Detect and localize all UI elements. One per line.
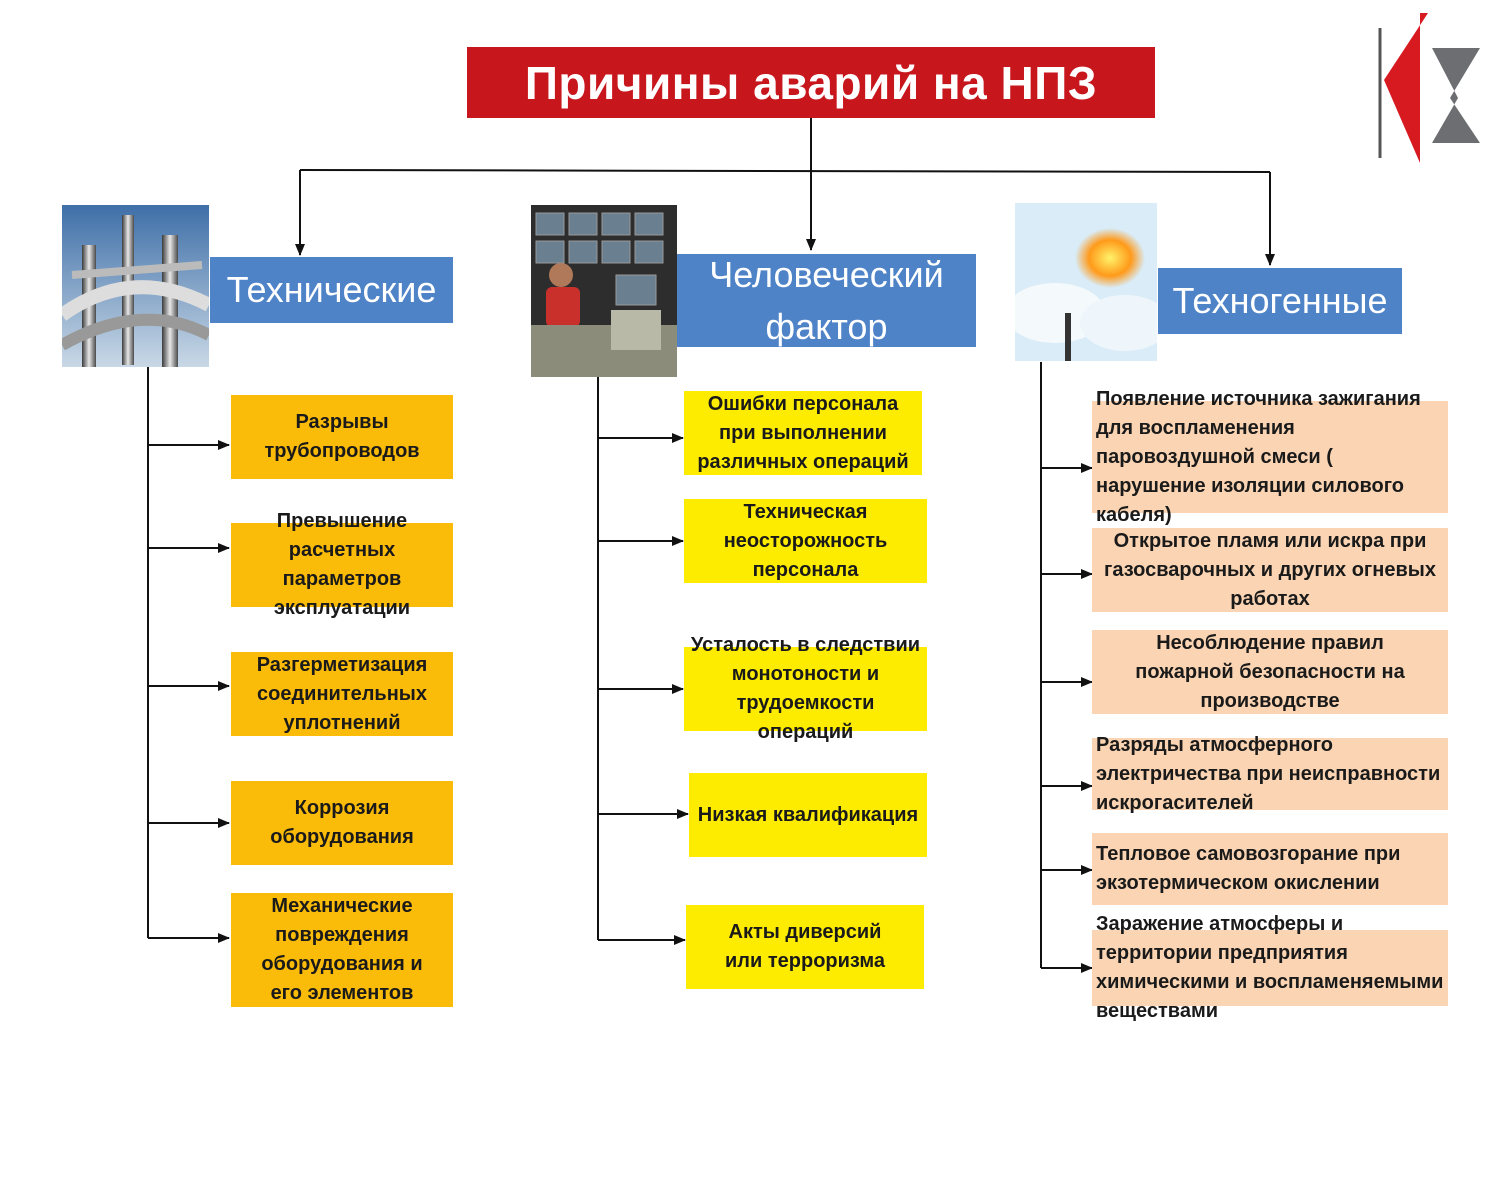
technical-item: Разрывы трубопроводов [231, 395, 453, 479]
company-logo-icon [1378, 13, 1480, 163]
human-factor-item: Усталость в следствии монотоности и труд… [684, 634, 927, 743]
technogenic-item: Заражение атмосферы и территории предпри… [1092, 913, 1448, 1022]
gas-flare-photo [1015, 203, 1157, 361]
top-horizontal-line [299, 169, 1271, 173]
technical-item: Превышение расчетных параметров эксплуат… [231, 510, 453, 619]
category-technical: Технические [210, 257, 453, 323]
pipeline-photo [62, 205, 209, 367]
technogenic-item: Тепловое самовозгорание при экзотермичес… [1092, 833, 1448, 905]
technogenic-item: Появление источника зажигания для воспла… [1092, 388, 1448, 526]
human-factor-item: Низкая квалификация [689, 773, 927, 857]
human-factor-item: Техническая неосторожность персонала [684, 499, 927, 583]
human-factor-item: Ошибки персонала при выполнении различны… [684, 391, 922, 475]
diagram-title: Причины аварий на НПЗ [467, 47, 1155, 118]
technogenic-item: Разряды атмосферного электричества при н… [1092, 734, 1448, 814]
category-technogenic: Техногенные [1158, 268, 1402, 334]
technical-item: Разгерметизация соединительных уплотнени… [231, 652, 453, 736]
technical-item: Коррозия оборудования [231, 781, 453, 865]
technogenic-item: Несоблюдение правил пожарной безопасност… [1092, 630, 1448, 714]
technical-item: Механические повреждения оборудования и … [231, 893, 453, 1007]
human-factor-item: Акты диверсий или терроризма [686, 905, 924, 989]
control-room-operator-photo [531, 205, 677, 377]
category-human-factor: Человеческий фактор [677, 254, 976, 347]
technogenic-item: Открытое пламя или искра при газосварочн… [1092, 528, 1448, 612]
